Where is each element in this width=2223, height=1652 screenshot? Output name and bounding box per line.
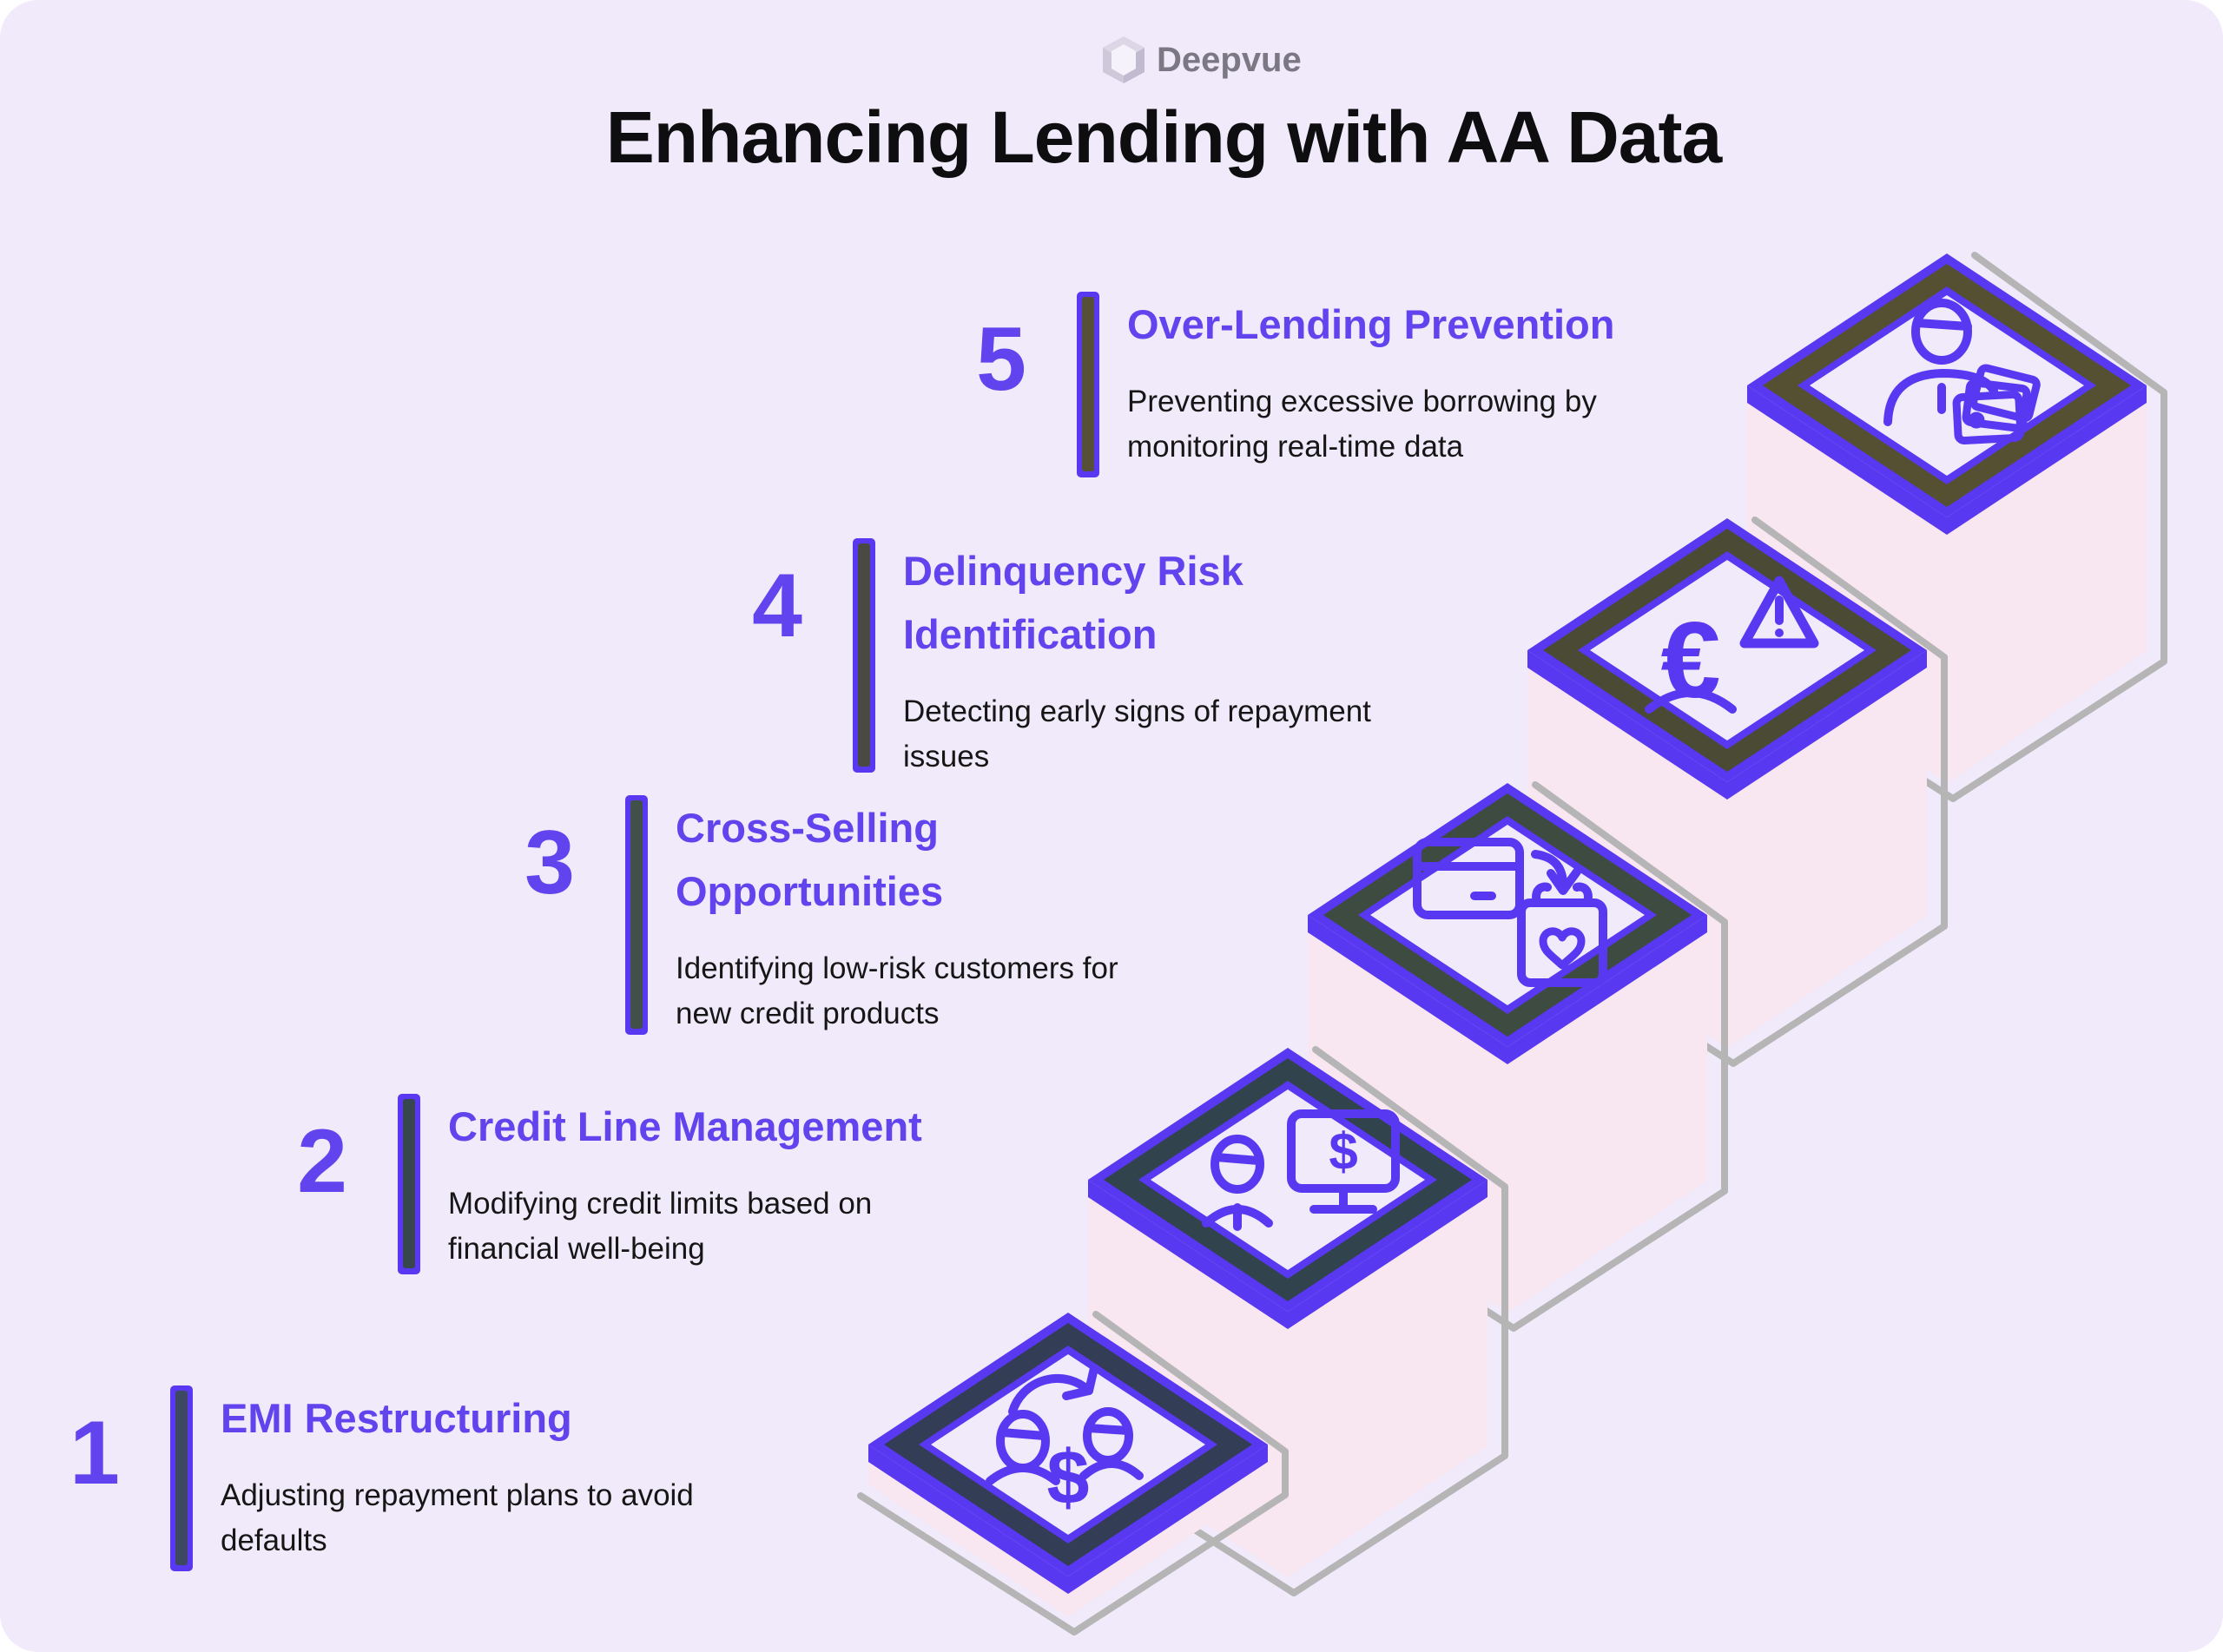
step-heading: Over-Lending Prevention: [1127, 293, 1961, 357]
step-description: Modifying credit limits based on financia…: [448, 1181, 1282, 1273]
description-line: monitoring real-time data: [1127, 430, 1464, 464]
step-2-platform: $: [1077, 1046, 1508, 1596]
description-line: issues: [903, 740, 990, 774]
step-number: 4: [752, 556, 802, 656]
description-line: Modifying credit limits based on: [448, 1186, 873, 1221]
euro-person-warning-icon: €: [1645, 576, 1819, 721]
step-number: 3: [524, 813, 575, 913]
deepvue-hexagon-icon: [1103, 36, 1144, 83]
description-line: Identifying low-risk customers for: [676, 951, 1118, 985]
description-line: new credit products: [676, 997, 940, 1031]
step-accent-bar-inner: [403, 1099, 415, 1268]
step-accent-bar-inner: [630, 800, 643, 1029]
card-to-bag-heart-icon: [1413, 838, 1607, 987]
heading-line: EMI Restructuring: [221, 1395, 572, 1441]
step-accent-bar: [853, 538, 875, 773]
step-accent-bar: [398, 1094, 420, 1274]
step-accent-bar-inner: [858, 543, 870, 767]
step-shadow-outline: [1077, 1046, 1508, 1596]
step-body: Over-Lending Prevention Preventing exces…: [1127, 293, 1961, 471]
step-accent-bar: [170, 1385, 193, 1571]
step-number: 2: [297, 1111, 347, 1212]
step-description: Preventing excessive borrowing by monitor…: [1127, 379, 1961, 471]
logo-text: Deepvue: [1157, 40, 1302, 79]
step-diamond-face: [931, 1354, 1205, 1535]
step-description: Detecting early signs of repayment issues: [903, 689, 1737, 780]
person-alert-cards-icon: [1883, 299, 2041, 444]
icon-glyph: $: [1047, 1434, 1090, 1520]
step-description: Identifying low-risk customers for new cr…: [676, 946, 1509, 1037]
step-accent-bar-inner: [175, 1391, 188, 1565]
people-exchange-dollar-icon: $: [986, 1364, 1144, 1520]
step-accent-bar-inner: [1082, 297, 1094, 471]
icon-glyph: $: [1329, 1122, 1357, 1181]
heading-line: Over-Lending Prevention: [1127, 301, 1615, 347]
person-monitor-dollar-icon: $: [1202, 1109, 1400, 1231]
step-body: Credit Line Management Modifying credit …: [448, 1096, 1282, 1273]
heading-line: Credit Line Management: [448, 1103, 922, 1149]
step-accent-bar: [625, 795, 648, 1035]
page-title: Enhancing Lending with AA Data: [605, 96, 1722, 178]
step-accent-bar: [1077, 292, 1099, 477]
heading-line: Delinquency Risk: [903, 548, 1243, 594]
step-description: Adjusting repayment plans to avoid defaul…: [221, 1473, 1054, 1564]
deepvue-logo: Deepvue: [1101, 35, 1302, 85]
step-number: 5: [976, 309, 1026, 410]
description-line: Preventing excessive borrowing by: [1127, 384, 1597, 418]
step-shadow-outline: [857, 1311, 1289, 1636]
step-1-platform: $: [857, 1311, 1289, 1636]
heading-line: Identification: [903, 610, 1158, 657]
heading-line: Cross-Selling: [676, 805, 939, 851]
description-line: Adjusting repayment plans to avoid: [221, 1478, 694, 1512]
heading-line: Opportunities: [676, 867, 944, 914]
step-body: EMI Restructuring Adjusting repayment pl…: [221, 1387, 1054, 1564]
step-heading: Credit Line Management: [448, 1096, 1282, 1159]
description-line: defaults: [221, 1524, 327, 1558]
step-heading: EMI Restructuring: [221, 1387, 1054, 1451]
description-line: financial well-being: [448, 1232, 705, 1267]
step-number: 1: [69, 1403, 120, 1504]
description-line: Detecting early signs of repayment: [903, 694, 1371, 728]
